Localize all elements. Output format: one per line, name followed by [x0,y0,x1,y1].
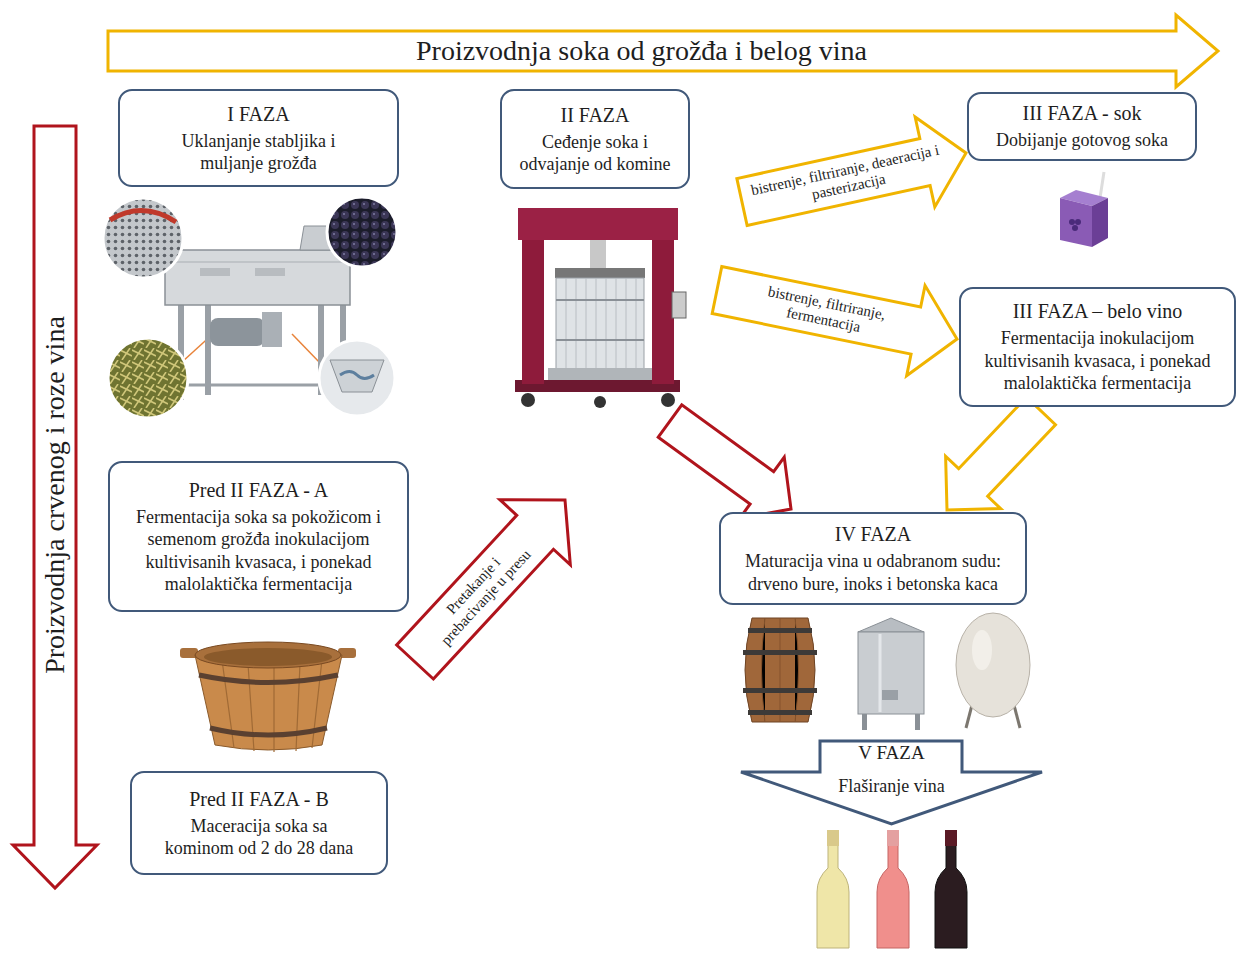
juice-box-illustration [1060,172,1108,247]
barrel-illustration [743,618,817,722]
shape-outline [740,740,1043,825]
block-arrow [712,266,957,375]
phase-description: Fermentacija inokulacijom kultivisanih k… [969,327,1226,395]
phase-title: V FAZA [740,743,1043,764]
phase-title: Pred II FAZA - B [189,787,329,811]
phase-box: Pred II FAZA - B Maceracija soka sa komin… [130,771,388,875]
edge-label: bistrenje, filtriranje, deaeracija i pas… [744,140,951,217]
edge-label: Pretakanje i prebacivanje u presu [415,524,545,660]
phase-description: Uklanjanje stabljika i muljanje grožđa [160,130,357,175]
band-arrow: Proizvodnja crvenog i roze vina [12,125,98,890]
shape-outline [12,125,98,890]
bottles-illustration [817,830,967,948]
phase-description: Maturacija vina u odabranom sudu: drveno… [731,550,1015,595]
phase-box: Pred II FAZA - A Fermentacija soka sa pok… [108,461,409,612]
phase-title: I FAZA [227,102,289,126]
block-arrow [737,117,966,225]
phase-description: Dobijanje gotovog soka [996,129,1168,152]
block-arrow [658,405,791,519]
block-arrow [946,397,1056,510]
phase-title: III FAZA - sok [1022,101,1141,125]
phase-description: Ceđenje soka i odvajanje od komine [512,131,678,176]
phase-description: Maceracija soka sa kominom od 2 do 28 da… [162,815,356,860]
phase-title: II FAZA [560,103,629,127]
steel-tank-illustration [858,618,924,730]
phase-box: III FAZA - sokDobijanje gotovog soka [967,92,1197,161]
phase-description: Fermentacija soka sa pokožicom i semenom… [132,506,385,596]
phase-description: Flaširanje vina [740,777,1043,797]
phase-box: III FAZA – belo vinoFermentacija inokula… [959,287,1236,407]
phase-title: Proizvodnja crvenog i roze vina [41,316,69,674]
wooden-tub-illustration [180,642,356,752]
phase-box: II FAZA Ceđenje soka i odvajanje od komin… [500,89,690,189]
phase-box: IV FAZA Maturacija vina u odabranom sudu:… [719,512,1027,605]
arrow-outline [741,741,1042,824]
arrow-outline [13,126,97,888]
step-arrow: V FAZA Flaširanje vina [740,740,1043,825]
phase-title: III FAZA – belo vino [1013,299,1183,323]
phase-title: Pred II FAZA - A [189,478,329,502]
phase-box: I FAZA Uklanjanje stabljika i muljanje gr… [118,89,399,187]
arrow-outline [108,15,1218,87]
concrete-egg-illustration [956,613,1030,728]
phase-title: Proizvodnja soka od grožđa i belog vina [107,31,1176,71]
press-illustration [515,208,686,408]
shape-outline [107,14,1220,88]
edge-label: bistrenje, filtriranje, fermentacija [739,278,911,346]
phase-title: IV FAZA [835,522,911,546]
destemmer-illustration [103,197,397,418]
band-arrow: Proizvodnja soka od grožđa i belog vina [107,14,1220,88]
block-arrow [397,500,571,679]
